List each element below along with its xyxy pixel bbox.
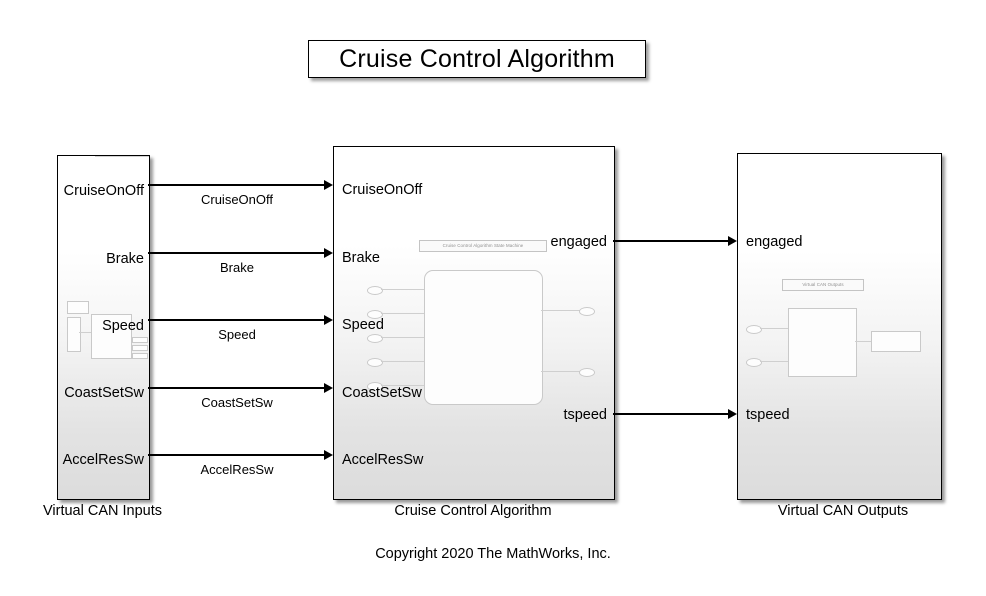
port-label-speed: Speed <box>102 318 144 334</box>
preview-wire <box>381 361 424 362</box>
preview-wire <box>541 310 586 311</box>
preview-outport <box>579 368 595 377</box>
block-caption-virtual-can-outputs: Virtual CAN Outputs <box>777 503 909 519</box>
page-title: Cruise Control Algorithm <box>339 44 615 73</box>
preview-shape <box>132 337 148 343</box>
port-label-tspeed: tspeed <box>746 407 790 423</box>
inport-label-brake: Brake <box>342 250 380 266</box>
preview-outport <box>579 307 595 316</box>
wire-accelressw[interactable] <box>148 454 324 456</box>
inport-label-coastsetsw: CoastSetSw <box>342 385 422 401</box>
preview-shape <box>788 308 857 377</box>
block-caption-virtual-can-inputs: Virtual CAN Inputs <box>42 503 162 519</box>
preview-wire <box>855 341 871 342</box>
preview-wire <box>541 371 586 372</box>
port-label-coastsetsw: CoastSetSw <box>64 385 144 401</box>
wire-label-cruiseonoff: CruiseOnOff <box>200 192 273 207</box>
inport-label-accelressw: AccelResSw <box>342 452 424 468</box>
preview-inport <box>367 334 383 343</box>
arrow-speed-icon <box>324 315 333 325</box>
block-cruise-control-algorithm[interactable]: Cruise Control Algorithm State Machine C… <box>333 146 615 500</box>
diagram-title-banner[interactable]: Cruise Control Algorithm <box>308 40 646 78</box>
port-label-engaged: engaged <box>746 234 803 250</box>
wire-speed[interactable] <box>148 319 324 321</box>
wire-label-coastsetsw: CoastSetSw <box>201 395 273 410</box>
preview-inport <box>367 358 383 367</box>
wire-cruiseonoff[interactable] <box>148 184 324 186</box>
port-label-cruiseonoff: CruiseOnOff <box>63 183 144 199</box>
preview-inport <box>746 358 762 367</box>
preview-wire <box>760 361 788 362</box>
preview-wire <box>381 289 424 290</box>
preview-chart-shape <box>424 270 543 405</box>
port-label-accelressw: AccelResSw <box>62 452 144 468</box>
preview-wire <box>760 328 788 329</box>
preview-tag-label: Virtual CAN Inputs <box>95 156 149 157</box>
copyright-notice: Copyright 2020 The MathWorks, Inc. <box>375 546 611 562</box>
wire-brake[interactable] <box>148 252 324 254</box>
arrow-cruiseonoff-icon <box>324 180 333 190</box>
port-label-brake: Brake <box>106 251 144 267</box>
arrow-brake-icon <box>324 248 333 258</box>
arrow-tspeed-icon <box>728 409 737 419</box>
preview-shape <box>871 331 921 352</box>
arrow-engaged-icon <box>728 236 737 246</box>
wire-label-accelressw: AccelResSw <box>200 462 274 477</box>
preview-shape <box>132 345 148 351</box>
preview-wire <box>381 337 424 338</box>
wire-tspeed[interactable] <box>613 413 728 415</box>
preview-shape <box>67 301 89 314</box>
inport-label-cruiseonoff: CruiseOnOff <box>342 182 423 198</box>
outport-label-tspeed: tspeed <box>563 407 607 423</box>
arrow-coastsetsw-icon <box>324 383 333 393</box>
preview-wire <box>381 313 424 314</box>
wire-coastsetsw[interactable] <box>148 387 324 389</box>
preview-inport <box>746 325 762 334</box>
block-virtual-can-outputs[interactable]: Virtual CAN Outputs engaged tspeed <box>737 153 942 500</box>
block-virtual-can-inputs[interactable]: Virtual CAN Inputs CruiseOnOff Brake Spe… <box>57 155 150 500</box>
preview-shape <box>132 353 148 359</box>
preview-inport <box>367 286 383 295</box>
block-caption-cruise-control-algorithm: Cruise Control Algorithm <box>394 503 552 519</box>
preview-tag-label: Virtual CAN Outputs <box>782 279 864 291</box>
wire-label-brake: Brake <box>220 260 254 275</box>
wire-label-speed: Speed <box>218 327 256 342</box>
inport-label-speed: Speed <box>342 317 384 333</box>
wire-engaged[interactable] <box>613 240 728 242</box>
arrow-accelressw-icon <box>324 450 333 460</box>
outport-label-engaged: engaged <box>550 234 607 250</box>
